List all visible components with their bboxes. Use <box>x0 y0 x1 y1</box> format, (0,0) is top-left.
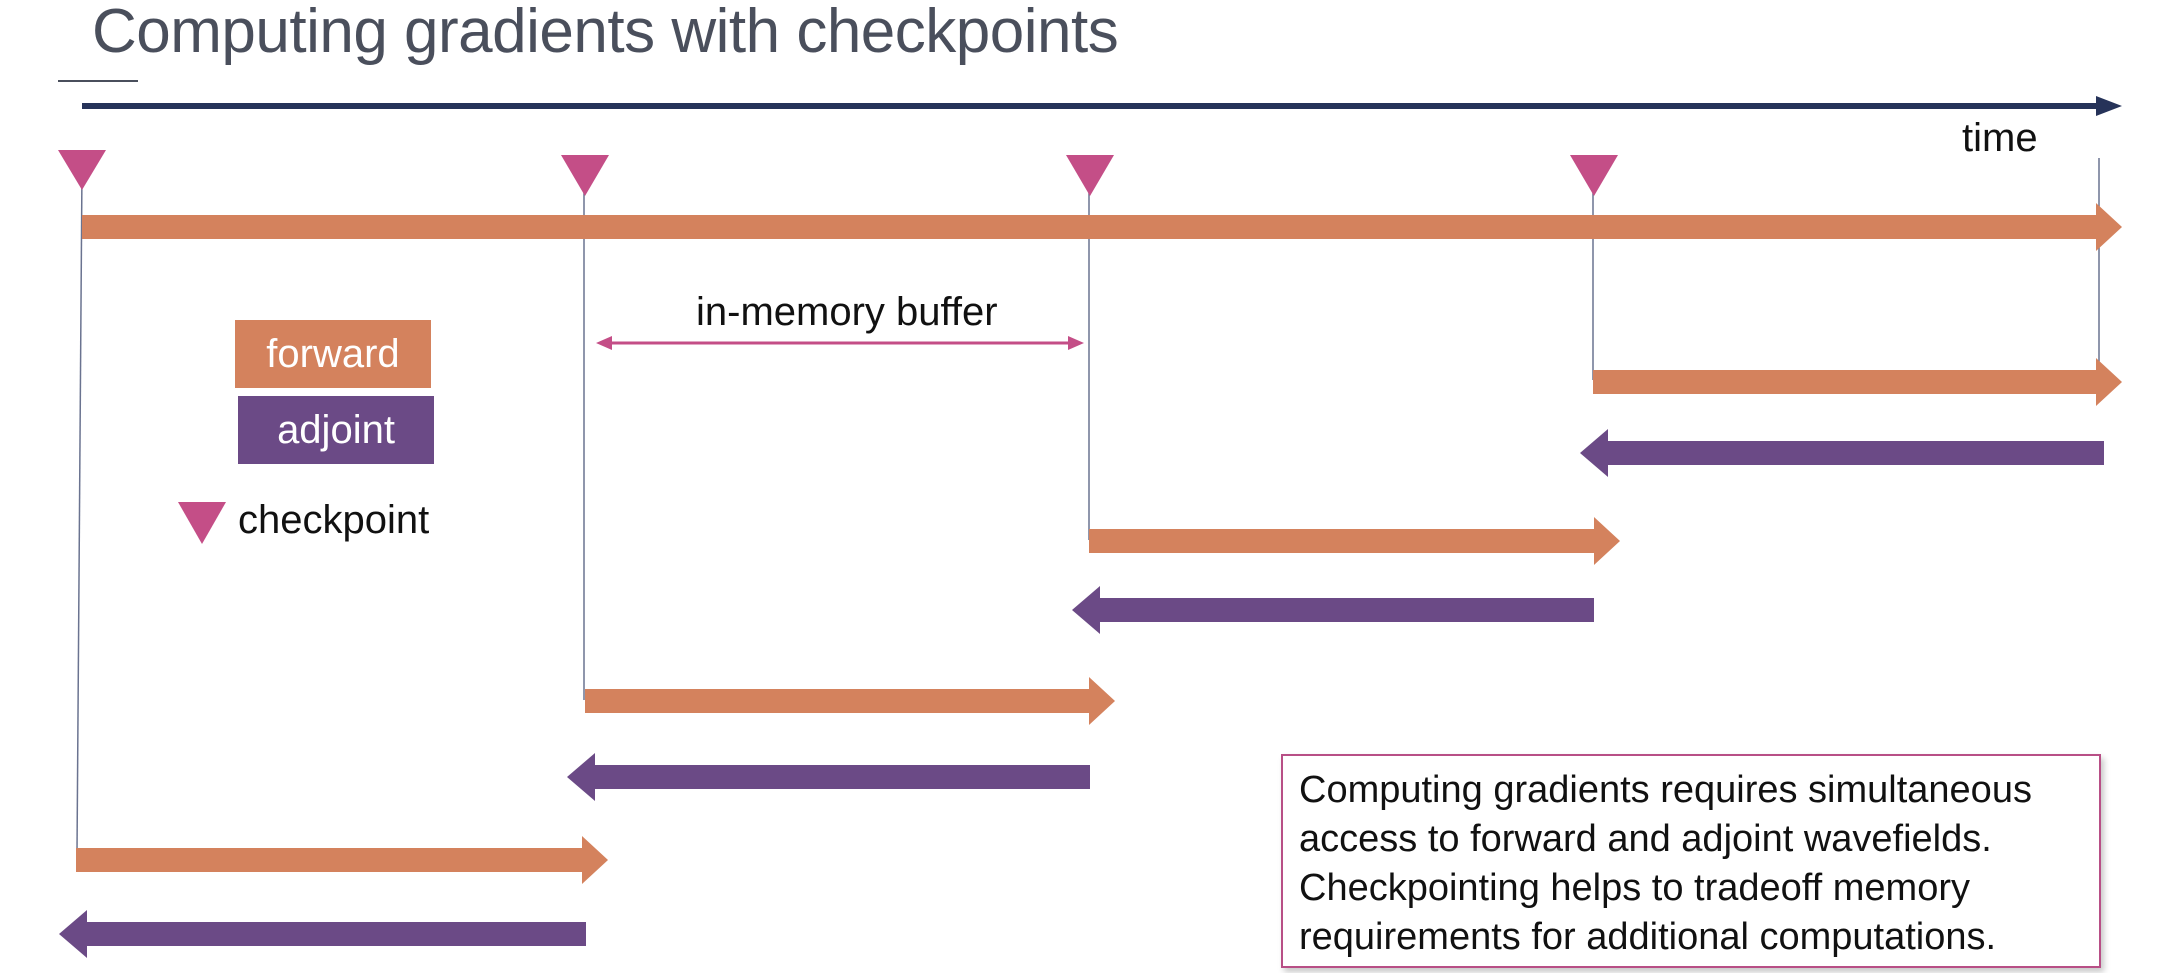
title-underline <box>58 80 138 82</box>
forward-arrow-3 <box>1089 517 1620 565</box>
legend-checkpoint-label: checkpoint <box>238 498 430 542</box>
adjoint-arrow-4 <box>1580 429 2104 477</box>
forward-arrow-2 <box>585 677 1115 725</box>
buffer-double-arrow <box>596 336 1084 350</box>
checkpoint-icon <box>58 150 106 190</box>
adjoint-arrow-3 <box>1072 586 1594 634</box>
checkpoint-icon <box>1570 155 1618 196</box>
note-box: Computing gradients requires simultaneou… <box>1281 754 2101 968</box>
time-axis-label: time <box>1962 116 2038 160</box>
note-line: requirements for additional computations… <box>1299 916 1997 958</box>
note-line: Computing gradients requires simultaneou… <box>1299 769 2032 811</box>
guide-line-1 <box>76 167 83 853</box>
legend-checkpoint-icon <box>178 502 226 544</box>
adjoint-arrow-2 <box>567 753 1090 801</box>
legend-adjoint-label: adjoint <box>277 407 395 452</box>
legend-adjoint: adjoint <box>238 396 434 464</box>
page-title: Computing gradients with checkpoints <box>92 0 1119 66</box>
note-line: Checkpointing helps to tradeoff memory <box>1299 867 1970 909</box>
legend-forward: forward <box>235 320 431 388</box>
buffer-label: in-memory buffer <box>696 290 998 334</box>
checkpoint-icon <box>1066 155 1114 196</box>
checkpoint-markers <box>58 150 1618 196</box>
time-axis-arrow <box>82 96 2122 116</box>
forward-arrow-main <box>82 203 2122 251</box>
forward-arrow-4 <box>1593 358 2122 406</box>
note-line: access to forward and adjoint wavefields… <box>1299 818 1992 860</box>
checkpoint-icon <box>561 155 609 196</box>
forward-arrow-1 <box>76 836 608 884</box>
vertical-guides <box>76 158 2100 853</box>
legend-forward-label: forward <box>266 331 400 376</box>
adjoint-arrow-1 <box>59 910 586 958</box>
